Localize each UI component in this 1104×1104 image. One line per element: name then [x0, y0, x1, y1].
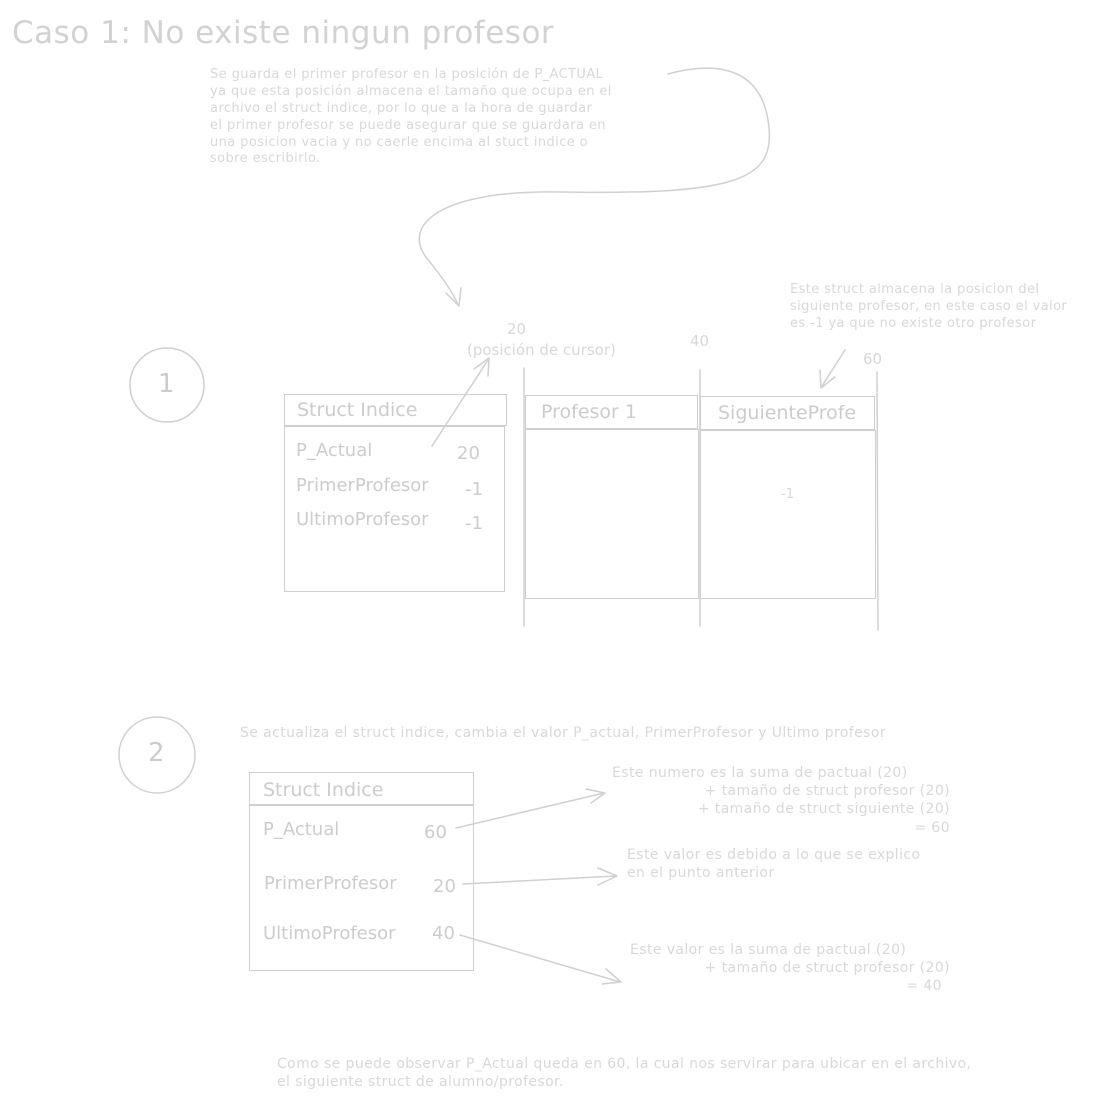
note-line: Este valor es la suma de pactual (20) [630, 942, 907, 958]
arrow-20-head [597, 867, 618, 886]
note-line: + tamaño de struct siguiente (20) [697, 801, 950, 818]
step1-indice-title: Struct Indice [297, 399, 418, 421]
step2-field-value: 60 [424, 822, 447, 843]
position-40-label: 40 [690, 332, 710, 350]
step1-note: Este struct almacena la posicion del sig… [790, 282, 1067, 333]
position-60-label: 60 [863, 350, 883, 368]
arrow-20 [462, 875, 617, 885]
step1-field-name: PrimerProfesor [296, 475, 429, 496]
profesor1-body-box [525, 429, 699, 599]
step1-number: 1 [158, 369, 175, 399]
note-sum-40: Este valor es la suma de pactual (20) + … [630, 941, 950, 996]
step2-field-value: 40 [432, 923, 455, 944]
intro-line: el primer profesor se puede asegurar que… [210, 117, 606, 133]
step1-note-line: es -1 ya que no existe otro profesor [790, 315, 1037, 331]
step1-note-line: Este struct almacena la posicion del [790, 282, 1040, 297]
note-line: = 40 [906, 978, 942, 995]
step1-indice-header-box: Struct Indice [284, 394, 507, 426]
p-actual-arrow-head [473, 357, 490, 377]
note-line: + tamaño de struct profesor (20) [704, 960, 950, 977]
step1-field-value: 20 [457, 443, 480, 464]
intro-line: archivo el struct indice, por lo que a l… [210, 100, 593, 116]
step1-indice-body-box: P_Actual 20 PrimerProfesor -1 UltimoProf… [284, 426, 505, 592]
step1-field-value: -1 [465, 479, 483, 500]
page-title: Caso 1: No existe ningun profesor [12, 15, 555, 51]
step2-field-name: UltimoProfesor [263, 923, 396, 944]
siguiente-header-box: SiguienteProfe [700, 396, 875, 430]
profesor1-title: Profesor 1 [541, 401, 637, 423]
siguiente-value: -1 [781, 487, 794, 502]
note-line: = 60 [914, 819, 950, 836]
step2-indice-header-box: Struct Indice [249, 772, 474, 805]
conclusion-line: Como se puede observar P_Actual queda en… [277, 1056, 972, 1072]
step2-field-value: 20 [433, 876, 456, 897]
step2-field-name: P_Actual [263, 819, 340, 840]
curved-arrow-head [445, 287, 462, 307]
note-line: Este valor es debido a lo que se explico [627, 847, 921, 863]
note-sum-60: Este numero es la suma de pactual (20) +… [612, 764, 950, 837]
arrow-40 [459, 934, 621, 983]
step1-field-name: UltimoProfesor [296, 509, 429, 530]
step2-indice-body-box: P_Actual 60 PrimerProfesor 20 UltimoProf… [249, 805, 474, 971]
note-line: en el punto anterior [627, 865, 775, 882]
step2-field-name: PrimerProfesor [264, 873, 397, 894]
step2-indice-title: Struct Indice [263, 779, 384, 801]
step1-circle [129, 347, 205, 423]
p-actual-arrow [431, 359, 489, 447]
arrow-60 [455, 792, 605, 829]
note-arrow [821, 349, 846, 387]
step1-field-value: -1 [465, 513, 483, 534]
siguiente-title: SiguienteProfe [718, 402, 857, 424]
arrow-60-head [585, 788, 606, 804]
arrow-40-head [601, 968, 622, 985]
profesor1-header-box: Profesor 1 [525, 395, 698, 429]
intro-line: ya que esta posición almacena el tamaño … [210, 83, 612, 99]
note-line: + tamaño de struct profesor (20) [704, 783, 950, 800]
conclusion-line: el siguiente struct de alumno/profesor. [277, 1074, 564, 1091]
step1-field-name: P_Actual [296, 440, 373, 461]
position-20-label: 20 [507, 320, 527, 338]
step2-circle [118, 716, 196, 794]
step1-note-line: siguiente profesor, en este caso el valo… [790, 298, 1068, 314]
intro-paragraph: Se guarda el primer profesor en la posic… [210, 67, 612, 168]
conclusion: Como se puede observar P_Actual queda en… [277, 1055, 971, 1091]
step2-heading: Se actualiza el struct indice, cambia el… [240, 725, 886, 741]
curved-arrow [418, 67, 771, 306]
position-20-caption: (posición de cursor) [467, 341, 616, 359]
intro-line: una posicion vacia y no caerle encima al… [210, 134, 589, 150]
step2-number: 2 [148, 738, 165, 768]
intro-line: sobre escribirlo. [210, 151, 321, 167]
siguiente-body-box: -1 [700, 430, 876, 599]
marker-60 [876, 371, 879, 631]
intro-line: Se guarda el primer profesor en la posic… [210, 67, 604, 82]
note-line: Este numero es la suma de pactual (20) [612, 765, 908, 781]
note-first-profesor: Este valor es debido a lo que se explico… [627, 846, 920, 882]
note-arrow-head [819, 369, 836, 389]
